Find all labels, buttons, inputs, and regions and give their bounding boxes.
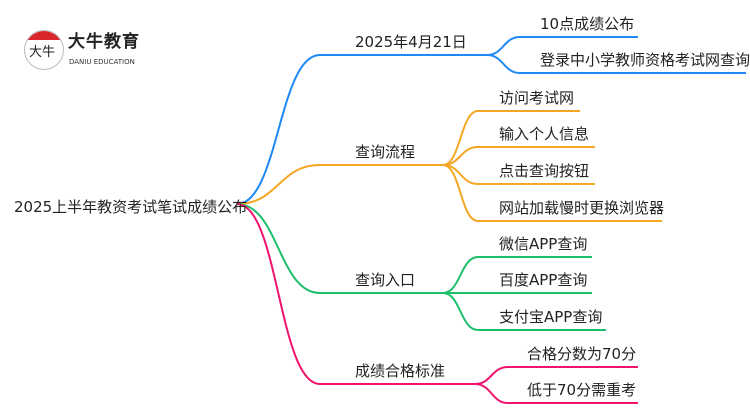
branch-node: 成绩合格标准 [355,362,446,380]
logo: 大牛 大牛教育 DANIU EDUCATION [22,28,162,74]
leaf-node: 合格分数为70分 [527,345,637,363]
child-line [442,146,595,166]
leaf-node: 输入个人信息 [499,125,590,143]
child-line [442,292,606,331]
leaf-node: 支付宝APP查询 [499,308,603,326]
leaf-node: 低于70分需重考 [527,381,637,399]
child-line [442,164,662,222]
branch-line [236,203,475,385]
child-line [442,110,580,166]
logo-glyph: 大牛 [29,45,56,60]
logo-name: 大牛教育 [68,32,140,52]
leaf-node: 微信APP查询 [499,235,588,253]
leaf-node: 访问考试网 [499,89,575,107]
branch-node: 查询流程 [355,143,416,161]
branch-line [236,203,443,294]
child-line [486,54,746,74]
leaf-node: 百度APP查询 [499,271,588,289]
leaf-node: 点击查询按钮 [499,162,590,180]
branch-node: 2025年4月21日 [355,33,467,51]
child-line [474,366,638,385]
leaf-node: 登录中小学教师资格考试网查询 [540,51,750,69]
root-node: 2025上半年教资考试笔试成绩公布 [14,198,248,216]
branch-line [236,164,443,205]
branch-node: 查询入口 [355,271,416,289]
logo-subtitle: DANIU EDUCATION [69,58,135,66]
logo-badge-icon: 大牛 [24,30,64,70]
child-line [474,383,638,404]
branch-line [236,54,487,205]
leaf-node: 10点成绩公布 [540,15,635,33]
child-line [486,36,638,56]
child-line [442,256,592,294]
leaf-node: 网站加载慢时更换浏览器 [499,199,665,217]
